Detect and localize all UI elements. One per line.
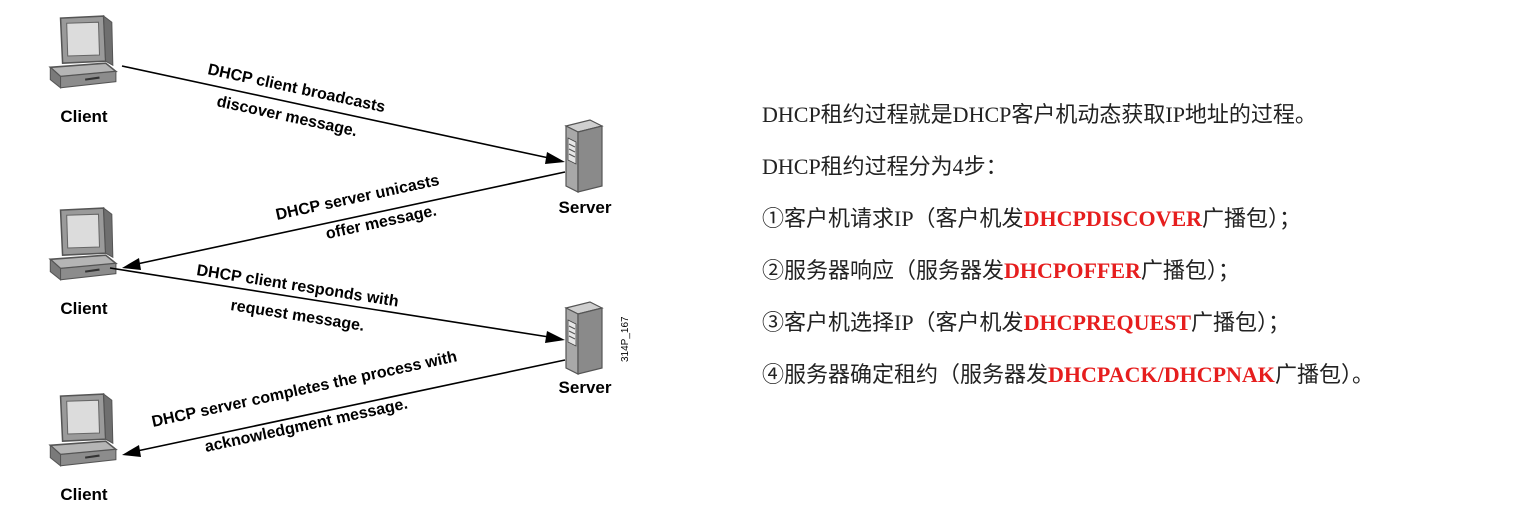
request-message-line2: request message. xyxy=(229,297,365,335)
step-highlight: DHCPOFFER xyxy=(1004,258,1141,283)
server-label: Server xyxy=(559,198,612,217)
request-arrow xyxy=(109,267,550,338)
client-computer-icon xyxy=(49,15,117,89)
client-computer-icon xyxy=(49,207,117,281)
steps-title: DHCP租约过程分为4步： xyxy=(762,154,1008,179)
discover-arrowhead xyxy=(545,152,565,164)
step-item: ②服务器响应（服务器发DHCPOFFER广播包）； xyxy=(762,251,1522,303)
step-suffix: 广播包）。 xyxy=(1274,362,1374,387)
step-highlight: DHCPACK/DHCPNAK xyxy=(1048,362,1275,387)
offer-arrow xyxy=(136,171,566,265)
ack-arrowhead xyxy=(122,445,141,457)
dhcp-lease-diagram: Client Client Client Server Server 314P_… xyxy=(0,0,700,532)
step-highlight: DHCPDISCOVER xyxy=(1023,206,1203,231)
offer-arrowhead xyxy=(122,258,141,270)
step-highlight: DHCPREQUEST xyxy=(1023,310,1192,335)
step-prefix: ④服务器确定租约（服务器发 xyxy=(762,362,1049,387)
discover-arrow xyxy=(121,65,550,159)
step-suffix: 广播包）； xyxy=(1202,206,1302,231)
figure-reference-id: 314P_167 xyxy=(620,316,631,362)
client-computer-icon xyxy=(49,393,117,467)
server-icon xyxy=(565,301,603,375)
client-label: Client xyxy=(60,107,108,126)
step-prefix: ②服务器响应（服务器发 xyxy=(762,258,1005,283)
step-suffix: 广播包）； xyxy=(1191,310,1291,335)
step-prefix: ③客户机选择IP（客户机发 xyxy=(762,310,1024,335)
step-item: ③客户机选择IP（客户机发DHCPREQUEST广播包）； xyxy=(762,303,1522,355)
step-item: ①客户机请求IP（客户机发DHCPDISCOVER广播包）； xyxy=(762,199,1522,251)
step-suffix: 广播包）； xyxy=(1140,258,1240,283)
request-arrowhead xyxy=(545,331,565,343)
server-label: Server xyxy=(559,378,612,397)
ack-arrow xyxy=(136,359,566,452)
intro-text: DHCP租约过程就是DHCP客户机动态获取IP地址的过程。 xyxy=(762,102,1317,127)
server-icon xyxy=(565,119,603,193)
client-label: Client xyxy=(60,299,108,318)
step-item: ④服务器确定租约（服务器发DHCPACK/DHCPNAK广播包）。 xyxy=(762,355,1522,407)
step-prefix: ①客户机请求IP（客户机发 xyxy=(762,206,1024,231)
dhcp-diagram-svg: Client Client Client Server Server 314P_… xyxy=(49,15,631,504)
dhcp-lease-description: DHCP租约过程就是DHCP客户机动态获取IP地址的过程。 DHCP租约过程分为… xyxy=(762,95,1522,407)
client-label: Client xyxy=(60,485,108,504)
